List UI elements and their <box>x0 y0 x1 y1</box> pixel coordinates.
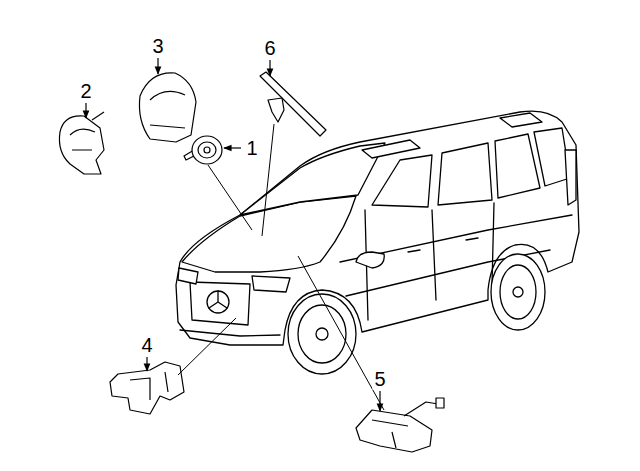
callout-number: 3 <box>150 35 165 57</box>
callout-number: 6 <box>262 37 277 59</box>
callout-number: 2 <box>78 80 93 102</box>
callout-number: 1 <box>244 137 259 159</box>
callout-number: 5 <box>372 368 387 390</box>
callout-number: 4 <box>139 334 154 356</box>
